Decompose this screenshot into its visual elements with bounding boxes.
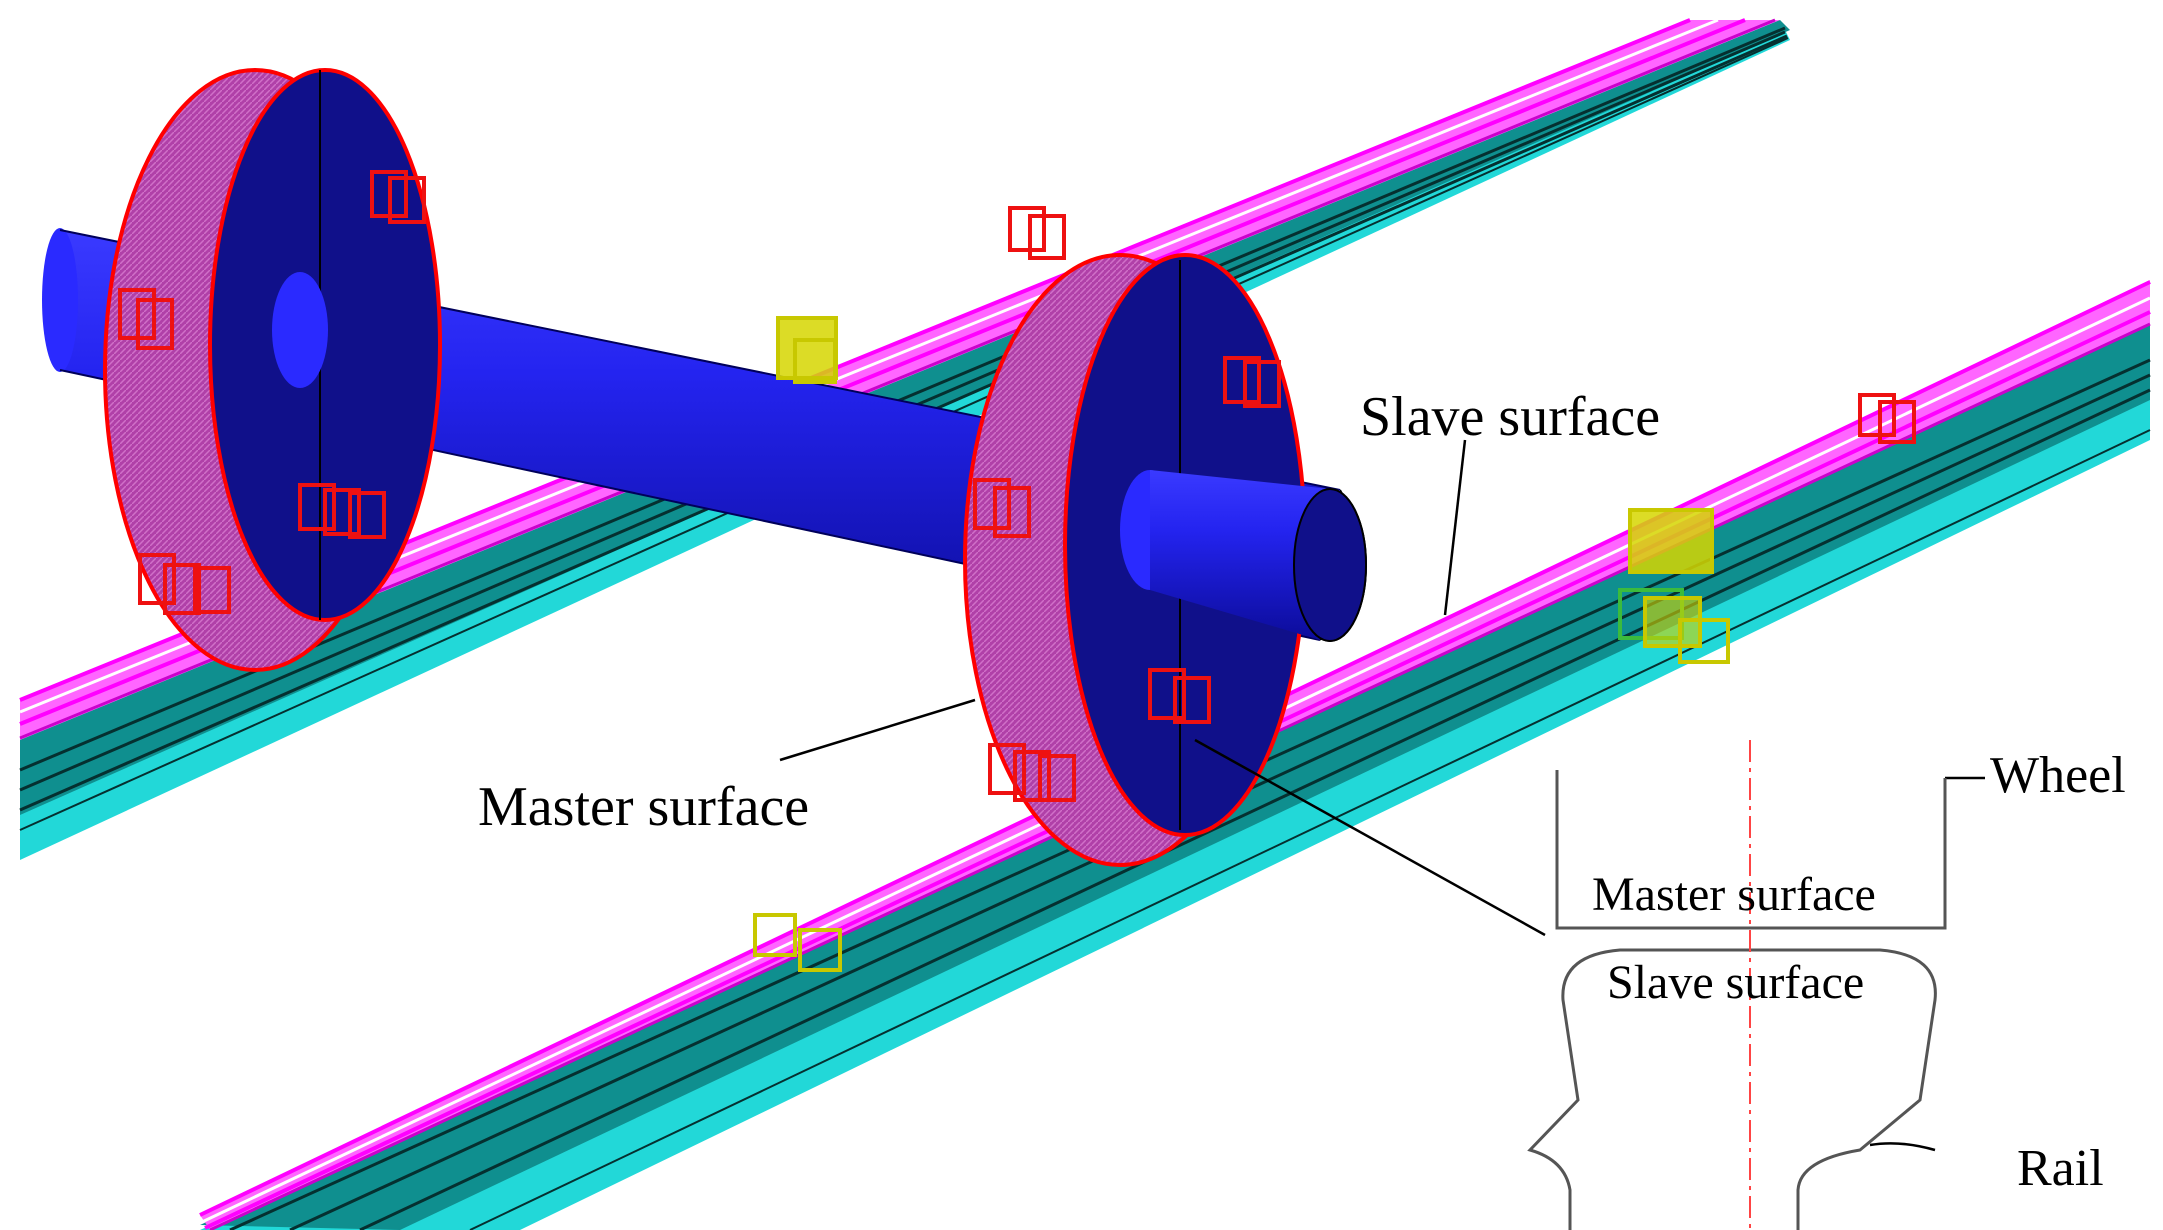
marker-red <box>1223 356 1261 404</box>
marker-red <box>1013 750 1051 802</box>
profile-inset <box>1527 740 1947 1230</box>
marker-yellow <box>753 913 797 957</box>
label-master-surface-main: Master surface <box>478 776 809 838</box>
wheel-left <box>103 68 442 672</box>
inset-rail-profile <box>1527 948 1937 1230</box>
marker-yellow <box>798 928 842 972</box>
marker-red <box>988 743 1026 795</box>
marker-red <box>1173 676 1211 724</box>
marker-red <box>973 478 1011 530</box>
marker-red <box>388 176 426 224</box>
marker-yellow <box>1678 618 1730 664</box>
marker-red <box>298 483 336 531</box>
marker-red <box>1858 393 1896 437</box>
label-rail: Rail <box>2017 1140 2104 1197</box>
rail-back-head <box>20 20 1780 740</box>
marker-red <box>323 488 361 536</box>
label-slave-surface-top: Slave surface <box>1360 386 1660 448</box>
marker-yellow <box>776 316 838 380</box>
label-wheel: Wheel <box>1990 747 2126 804</box>
marker-red <box>1038 754 1076 802</box>
marker-red <box>1243 360 1281 408</box>
marker-yellow <box>1628 508 1714 574</box>
label-master-surface-inset: Master surface <box>1592 868 1876 921</box>
inset-wheel-profile <box>1555 770 1947 930</box>
marker-red <box>993 486 1031 538</box>
marker-red <box>136 298 174 350</box>
marker-red <box>1148 668 1186 720</box>
marker-red <box>163 563 201 615</box>
marker-red <box>1028 214 1066 260</box>
marker-red <box>138 553 176 605</box>
wheel-left-hub <box>272 272 328 388</box>
marker-red <box>1878 400 1916 444</box>
contact-markers <box>118 170 1916 972</box>
marker-red <box>348 491 386 539</box>
marker-red <box>1008 206 1046 252</box>
marker-red <box>193 566 231 614</box>
marker-yellow <box>793 338 837 384</box>
label-slave-surface-inset: Slave surface <box>1607 956 1864 1009</box>
